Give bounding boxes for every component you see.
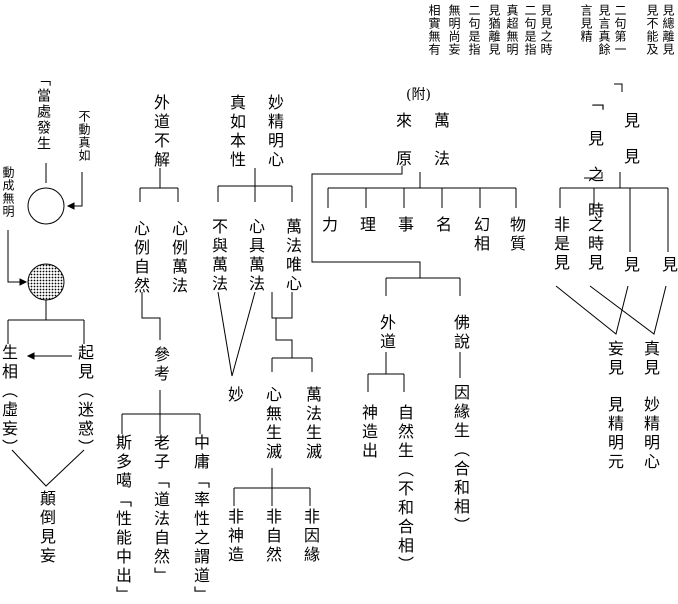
empty-circle [27,187,65,225]
li: 力 [319,216,338,235]
laozi: 老子「道法自然」 [151,434,170,586]
ziran-sheng: 自然生（不和合相） [395,404,414,575]
xinwu-shengmie: 心無生滅 [263,386,282,462]
fei-yinyuan: 非因緣 [301,508,320,565]
note-text: 見言真餘 [597,4,611,56]
xinli-ziran: 心例自然 [131,220,150,296]
note-text: 二句第一 [613,4,627,56]
note-text: 見總離見 [661,4,675,56]
budong-bracket [68,172,83,207]
zhongyong: 中庸「率性之謂道」 [191,434,210,604]
zhi-shi-jian: 之時見 [585,216,604,273]
jian-jian: 見見 [621,112,640,184]
fo-shuo: 佛說 [451,314,470,352]
yinyuan-sheng: 因緣生（合和相） [451,384,470,536]
xinju-wanfa: 心具萬法 [246,218,265,294]
note-text: 真超無明 [505,4,519,56]
dongcheng-wuming: 動成無明 [1,166,15,218]
note-text: 見猶離見 [487,4,501,56]
wanfa-shengmie: 萬法生滅 [303,386,322,462]
cankao: 參考 [151,346,170,384]
huan-xiang: 幻相 [471,216,490,254]
qi-jian: 起見（迷惑） [75,344,94,458]
ming: 名 [433,216,452,235]
fei-ziran: 非自然 [263,508,282,565]
fei-shenzao: 非神造 [225,508,244,565]
lai-yuan: 來原 [393,112,412,188]
note-text: 無明尚妄 [447,4,461,56]
wang-jian: 妄見 [605,340,624,378]
miao-jing-ming-xin: 妙精明心 [641,396,660,472]
zhenru-benxing: 真如本性 [227,94,246,170]
miaojing-mingxin: 妙精明心 [265,94,284,170]
buyu-wanfa: 不與萬法 [209,218,228,294]
siduoge: 斯多噶「性能中出」 [113,434,132,604]
wuming-arrow [7,230,26,283]
note-text: 二句是指 [523,4,537,56]
note-text: 相實無有 [427,4,441,56]
miao: 妙 [225,386,244,405]
liy: 理 [357,216,376,235]
fu-label: (附) [406,87,431,103]
wu-zhi: 物質 [507,216,526,254]
jian-1: 見 [621,256,640,275]
diandao-jianwang: 顛倒見妄 [37,490,56,566]
zhen-jian: 真見 [641,340,660,378]
budong-zhenru: 不動真如 [77,110,91,162]
waidao-bujie: 外道不解 [151,94,170,170]
zhi-shi: 「見之時 [585,94,604,238]
note-text: 見不能及 [645,4,659,56]
shi: 事 [395,216,414,235]
dangchu-fasheng: 「當處發生 [35,72,51,152]
xinli-wanfa: 心例萬法 [169,220,188,296]
note-text: 見見之時 [539,4,553,56]
note-text: 二句是指 [467,4,481,56]
wanfa-weixin: 萬法唯心 [283,218,302,294]
jian-jing-ming-yuan: 見精明元 [605,396,624,472]
shen-zao-chu: 神造出 [359,404,378,461]
waidao: 外道 [377,314,396,352]
wan-fa: 萬法 [431,112,450,188]
jian-2: 見 [659,256,678,275]
note-text: 言見精 [579,4,593,43]
fei-shi-jian: 非是見 [551,216,570,273]
sheng-xiang: 生相（虛妄） [0,344,18,458]
